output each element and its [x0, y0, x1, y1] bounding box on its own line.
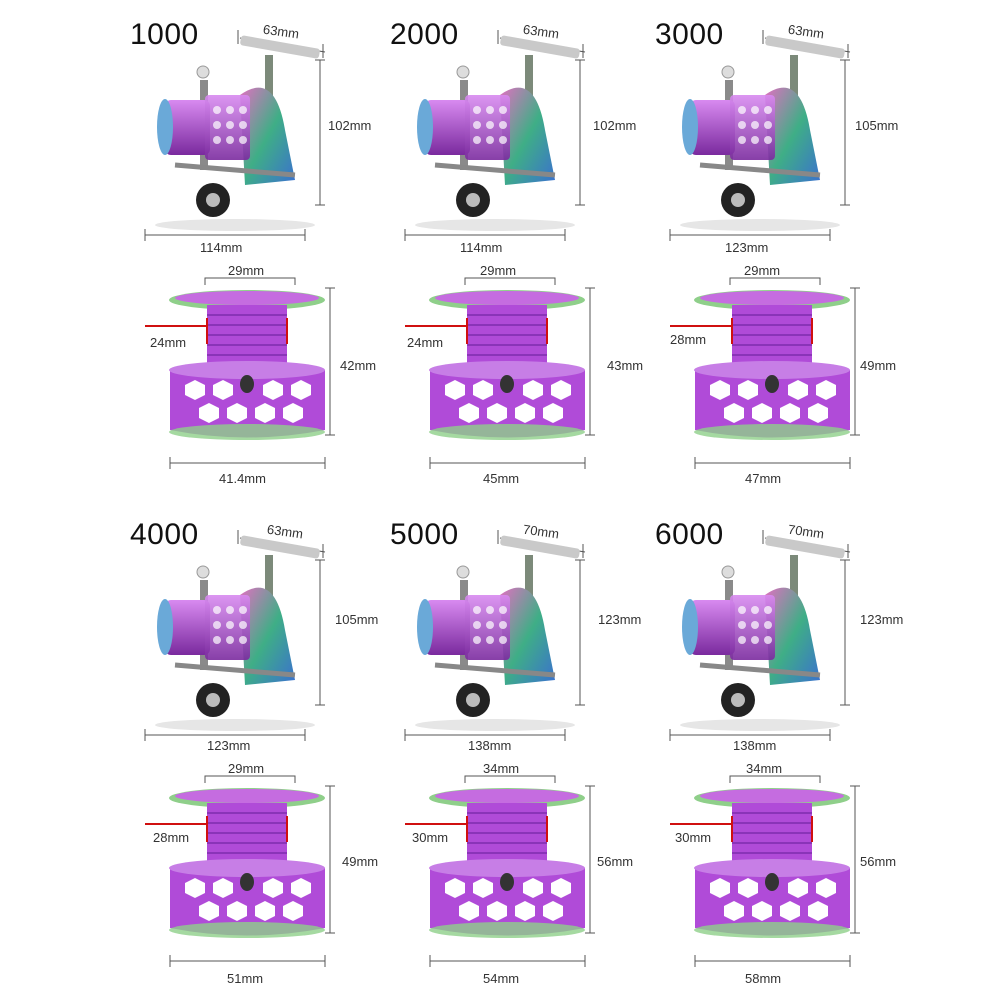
model-label: 3000	[655, 18, 724, 51]
reel-drawing	[669, 530, 851, 741]
reel-height-label: 123mm	[598, 612, 642, 627]
model-label: 6000	[655, 518, 724, 551]
spool-drawing	[670, 277, 860, 469]
reel-drawing	[144, 530, 326, 741]
spool-height-label: 43mm	[607, 358, 644, 373]
model-label: 1000	[130, 18, 199, 51]
reel-image	[144, 30, 326, 241]
reel-height-label: 105mm	[855, 118, 899, 133]
line-diameter-label: 28mm	[153, 830, 190, 845]
spool-top-label: 34mm	[483, 761, 520, 776]
spool-top-label: 34mm	[746, 761, 783, 776]
spool-width-label: 51mm	[227, 971, 264, 986]
spool-drawing	[145, 277, 335, 469]
reel-length-label: 138mm	[468, 738, 512, 753]
reel-image	[144, 530, 326, 741]
reel-card-4000: 4000 63mm 105mm 123mm	[130, 500, 405, 753]
spool-card-4000: 29mm 28mm 49mm 51mm	[145, 758, 405, 1008]
spool-top-label: 29mm	[744, 263, 781, 278]
spool-width-label: 54mm	[483, 971, 520, 986]
spool-height-label: 49mm	[860, 358, 897, 373]
line-diameter-label: 30mm	[675, 830, 712, 845]
spool-drawing	[145, 775, 335, 967]
reel-image	[669, 530, 851, 741]
spool-drawing	[405, 775, 595, 967]
spool-top-label: 29mm	[480, 263, 517, 278]
spool-image	[405, 775, 595, 967]
reel-height-label: 102mm	[328, 118, 372, 133]
reel-drawing	[669, 30, 851, 241]
reel-length-label: 123mm	[725, 240, 769, 255]
spool-card-2000: 29mm 24mm 43mm 45mm	[405, 260, 665, 510]
model-label: 5000	[390, 518, 459, 551]
spool-width-label: 47mm	[745, 471, 782, 486]
line-diameter-label: 28mm	[670, 332, 707, 347]
spool-height-label: 49mm	[342, 854, 379, 869]
spool-card-1000: 29mm 24mm 42mm 41.4mm	[145, 260, 405, 510]
spool-top-label: 29mm	[228, 263, 265, 278]
spool-height-label: 56mm	[860, 854, 897, 869]
spool-card-6000: 34mm 30mm 56mm 58mm	[670, 758, 930, 1008]
spool-image	[145, 775, 335, 967]
reel-card-2000: 2000 63mm 102mm 114mm	[390, 0, 665, 255]
reel-card-6000: 6000 70mm 123mm 138mm	[655, 500, 930, 753]
line-diameter-label: 30mm	[412, 830, 449, 845]
spool-width-label: 45mm	[483, 471, 520, 486]
line-diameter-label: 24mm	[150, 335, 187, 350]
reel-height-label: 102mm	[593, 118, 637, 133]
spool-image	[145, 277, 335, 469]
reel-drawing	[144, 30, 326, 241]
spool-height-label: 56mm	[597, 854, 634, 869]
reel-card-1000: 1000 63mm 102mm 114mm	[130, 0, 405, 255]
spool-card-5000: 34mm 30mm 56mm 54mm	[405, 758, 665, 1008]
spool-card-3000: 29mm 28mm 49mm 47mm	[670, 260, 930, 510]
reel-drawing	[404, 30, 586, 241]
reel-length-label: 123mm	[207, 738, 251, 753]
reel-card-5000: 5000 70mm 123mm 138mm	[390, 500, 665, 753]
model-label: 2000	[390, 18, 459, 51]
reel-drawing	[404, 530, 586, 741]
line-diameter-label: 24mm	[407, 335, 444, 350]
spool-image	[670, 775, 860, 967]
reel-card-3000: 3000 63mm 105mm 123mm	[655, 0, 930, 255]
reel-height-label: 105mm	[335, 612, 379, 627]
spool-drawing	[405, 277, 595, 469]
reel-height-label: 123mm	[860, 612, 904, 627]
spool-height-label: 42mm	[340, 358, 377, 373]
spool-image	[405, 277, 595, 469]
spool-top-label: 29mm	[228, 761, 265, 776]
reel-length-label: 114mm	[200, 240, 243, 255]
spool-width-label: 41.4mm	[219, 471, 266, 486]
spool-width-label: 58mm	[745, 971, 782, 986]
reel-length-label: 114mm	[460, 240, 503, 255]
reel-length-label: 138mm	[733, 738, 777, 753]
spool-image	[670, 277, 860, 469]
model-label: 4000	[130, 518, 199, 551]
spool-drawing	[670, 775, 860, 967]
reel-image	[404, 530, 586, 741]
reel-image	[669, 30, 851, 241]
reel-image	[404, 30, 586, 241]
